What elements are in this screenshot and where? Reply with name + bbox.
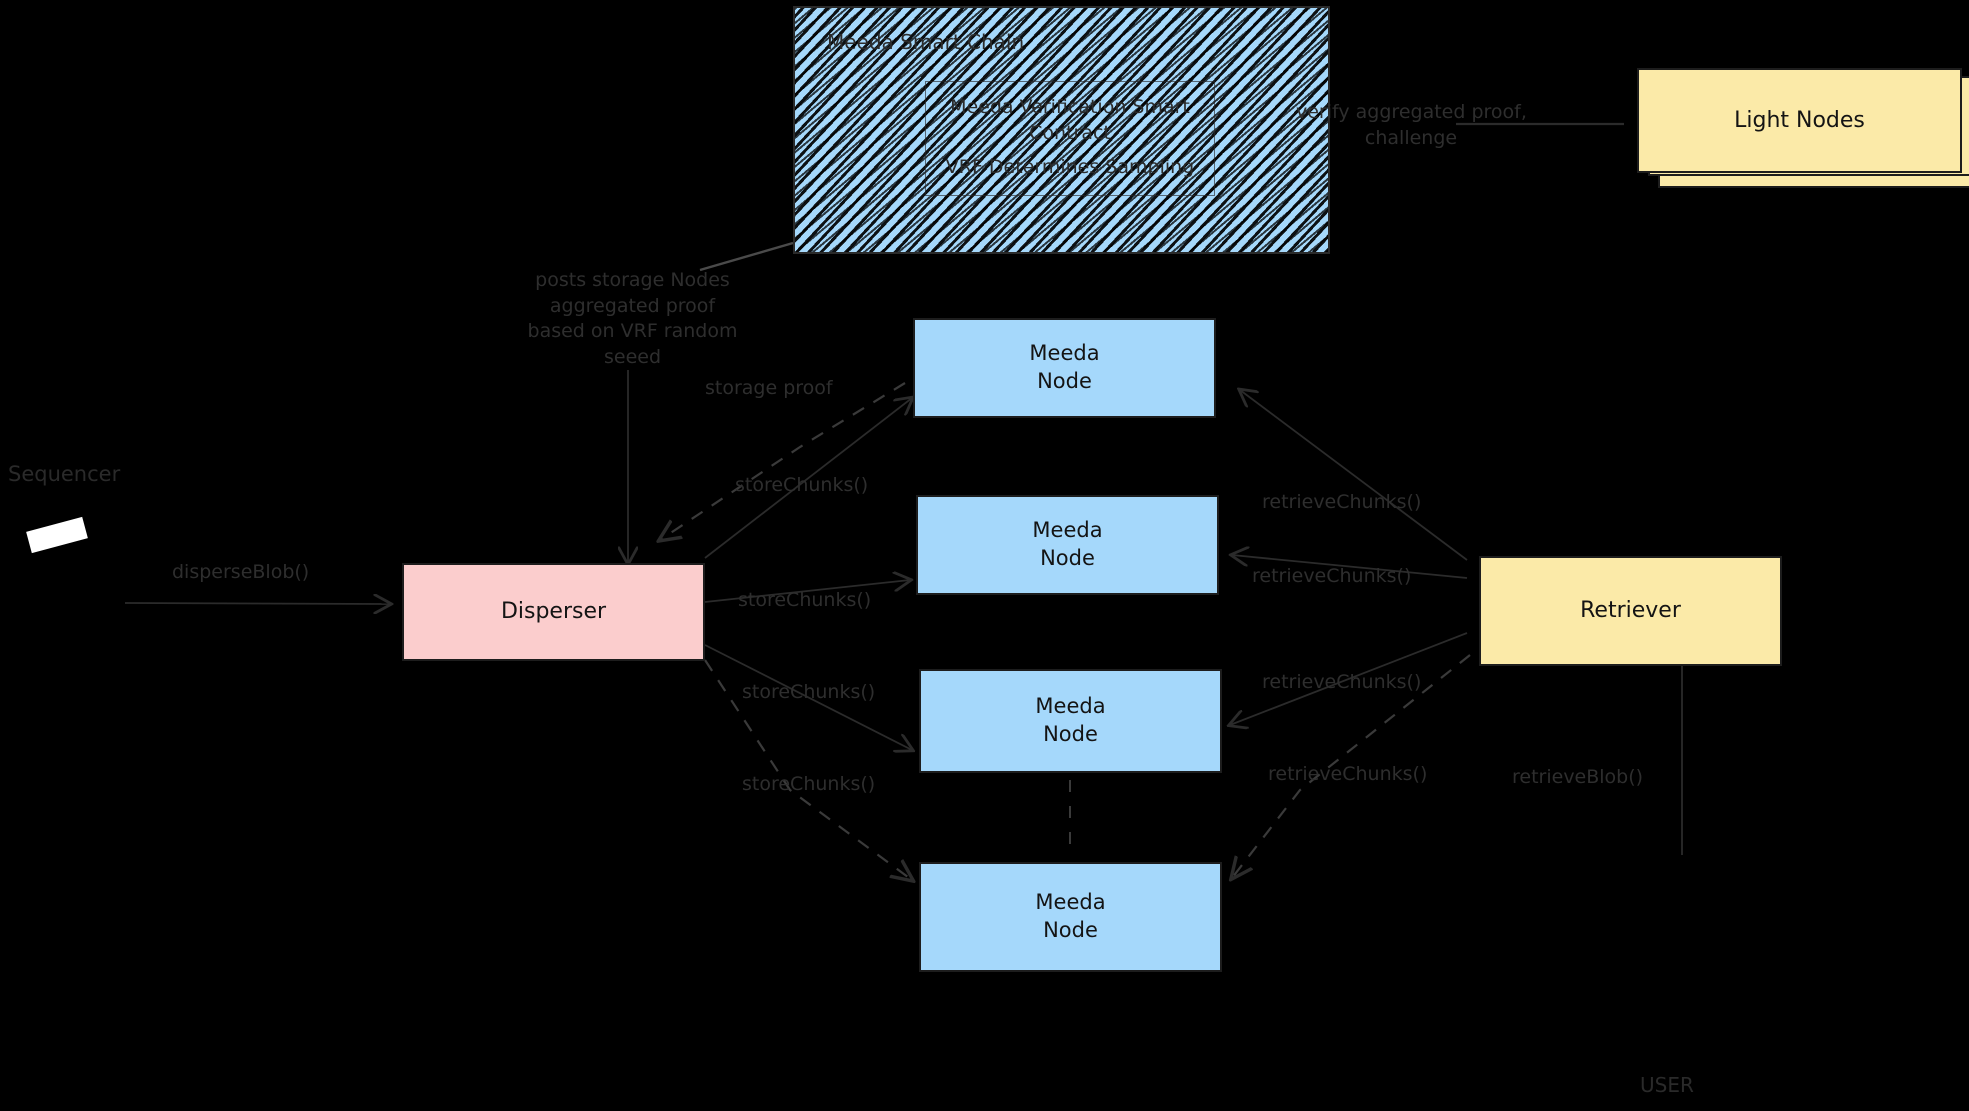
edge-label-retrieve-chunks-4: retrieveChunks() (1268, 763, 1428, 785)
sequencer-glyph (26, 516, 88, 554)
disperser-label: Disperser (500, 599, 607, 625)
meeda-node-2-label: Meeda Node (1032, 518, 1103, 570)
edge-label-disperse-blob: disperseBlob() (172, 561, 310, 583)
edge-label-store-chunks-1: storeChunks() (735, 474, 869, 496)
meeda-smart-chain-title: Meeda Smart Chain (827, 30, 1025, 54)
edge-label-storage-proof: storage proof (705, 377, 833, 399)
edge-label-retrieve-chunks-3: retrieveChunks() (1262, 671, 1422, 693)
meeda-verification-contract-box[interactable]: Meeda Verification Smart Contract VRF De… (925, 81, 1215, 196)
meeda-node-1-label: Meeda Node (1029, 341, 1100, 393)
retriever-box[interactable]: Retriever (1479, 556, 1782, 666)
meeda-node-2[interactable]: Meeda Node (916, 495, 1219, 595)
retriever-label: Retriever (1580, 598, 1681, 624)
meeda-smart-chain-box[interactable]: Meeda Smart Chain Meeda Verification Sma… (793, 6, 1330, 254)
disperser-box[interactable]: Disperser (402, 563, 705, 661)
sequencer-label: Sequencer (8, 462, 121, 486)
edge-label-store-chunks-3: storeChunks() (742, 681, 876, 703)
meeda-node-4[interactable]: Meeda Node (919, 862, 1222, 972)
edge-storage-proof (660, 382, 906, 540)
light-nodes-card-front[interactable]: Light Nodes (1637, 68, 1962, 173)
meeda-node-4-label: Meeda Node (1035, 890, 1106, 942)
edge-disperse-blob (124, 603, 390, 604)
verification-contract-line-1: Meeda Verification Smart (950, 96, 1190, 118)
edge-label-posts-aggregated-proof: posts storage Nodes aggregated proof bas… (527, 269, 738, 368)
edge-label-store-chunks-2: storeChunks() (738, 589, 872, 611)
verification-contract-line-3: VRF Determines Sampling (945, 156, 1195, 178)
meeda-node-3-label: Meeda Node (1035, 694, 1106, 746)
verification-contract-line-2: Contract (1029, 122, 1111, 144)
edge-label-verify-aggregated-proof: verify aggregated proof, challenge (1296, 101, 1527, 149)
edge-label-store-chunks-4: storeChunks() (742, 773, 876, 795)
edge-retrieve-chunks-1 (1240, 390, 1468, 561)
meeda-node-3[interactable]: Meeda Node (919, 669, 1222, 773)
meeda-node-1[interactable]: Meeda Node (913, 318, 1216, 418)
edge-label-retrieve-chunks-1: retrieveChunks() (1262, 491, 1422, 513)
light-nodes-label: Light Nodes (1734, 108, 1865, 133)
edge-label-retrieve-chunks-2: retrieveChunks() (1252, 565, 1412, 587)
edge-label-retrieve-blob: retrieveBlob() (1512, 766, 1644, 788)
user-label: USER (1640, 1073, 1694, 1097)
edge-chain-to-disperser (699, 241, 794, 272)
